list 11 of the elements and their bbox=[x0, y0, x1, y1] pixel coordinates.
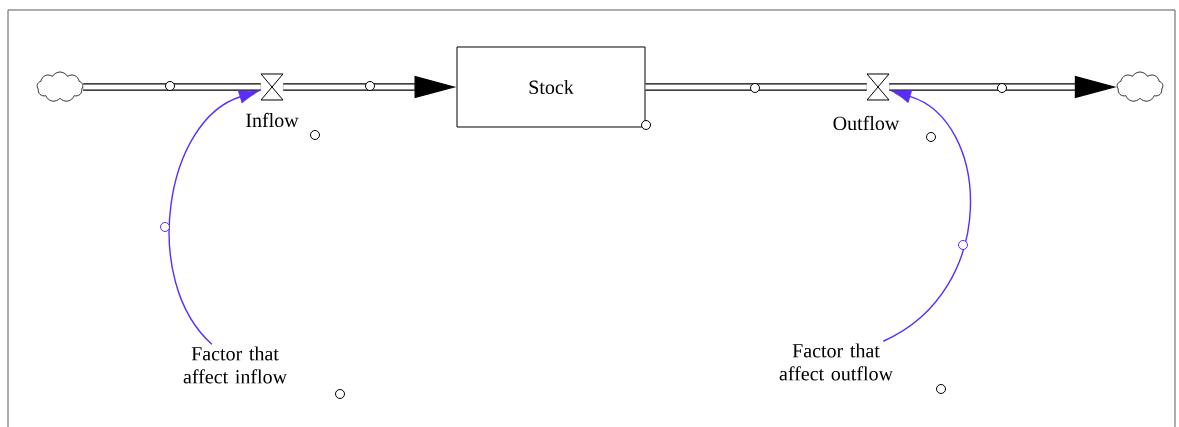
valve-label: Outflow bbox=[833, 115, 900, 131]
valve-label: Inflow bbox=[246, 112, 299, 128]
flow-pipe bbox=[645, 83, 867, 91]
variable-label: Factor that affect outflow bbox=[779, 343, 893, 381]
link-arrow bbox=[168, 90, 259, 345]
link-arrow bbox=[882, 90, 972, 342]
variable-label: Factor that affect inflow bbox=[183, 346, 287, 384]
stock-box: Stock bbox=[456, 46, 646, 128]
cloud-symbol bbox=[1116, 71, 1164, 102]
flow-pipe bbox=[83, 83, 261, 91]
cloud-symbol bbox=[36, 71, 84, 102]
